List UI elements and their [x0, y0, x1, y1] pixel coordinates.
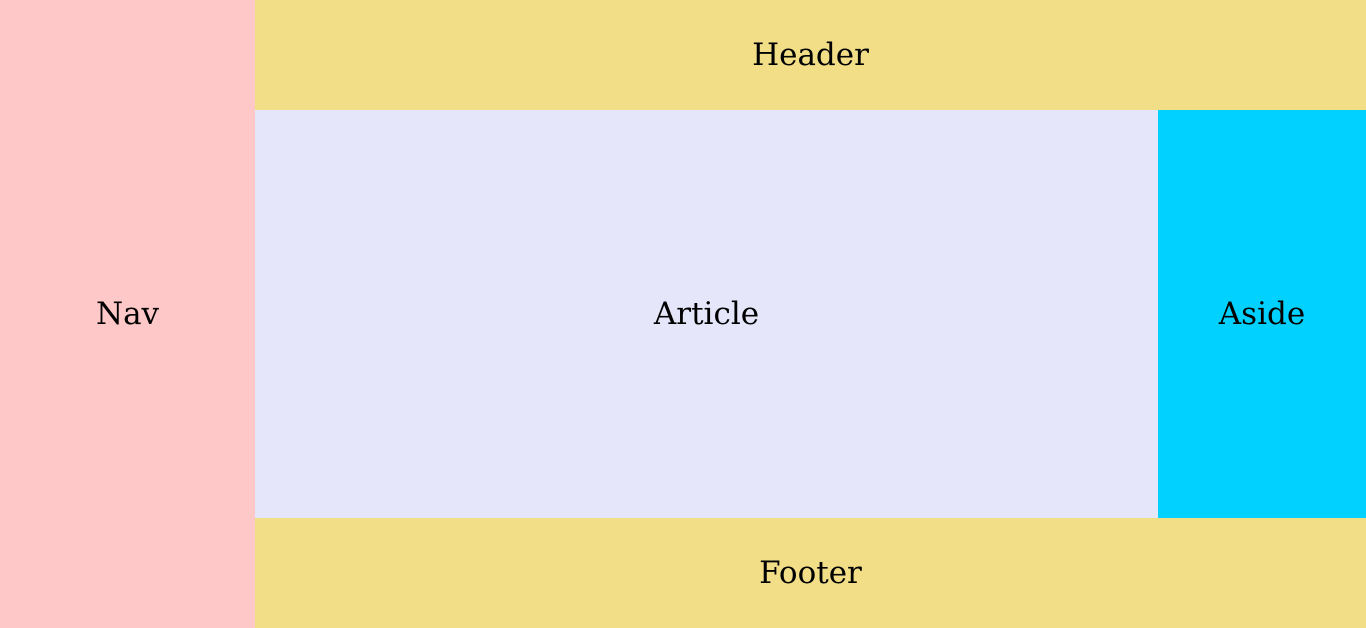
- footer-label: Footer: [759, 555, 862, 591]
- article-region: Article: [255, 110, 1158, 518]
- aside-label: Aside: [1218, 296, 1306, 332]
- header-region: Header: [255, 0, 1366, 110]
- aside-region: Aside: [1158, 110, 1366, 518]
- footer-region: Footer: [255, 518, 1366, 628]
- header-label: Header: [752, 37, 869, 73]
- article-label: Article: [653, 296, 760, 332]
- nav-region: Nav: [0, 0, 255, 628]
- nav-label: Nav: [95, 296, 160, 332]
